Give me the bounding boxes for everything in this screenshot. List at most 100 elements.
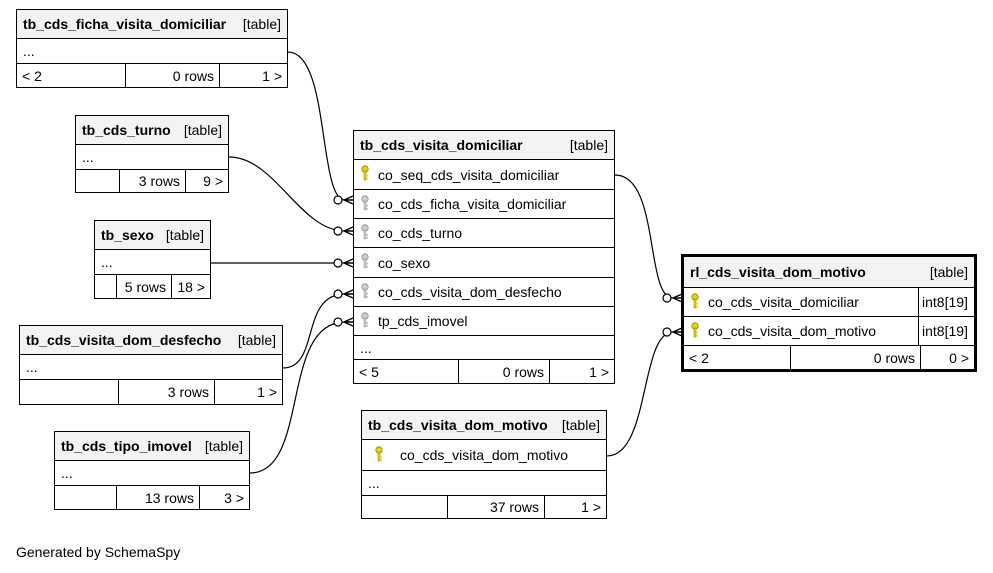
primary-key-icon — [368, 445, 400, 465]
table-header: tb_cds_visita_dom_desfecho [table] — [20, 326, 282, 355]
ellipsis-row: ... — [95, 250, 210, 275]
edge-circle-ficha — [333, 195, 343, 205]
table-kind: [table] — [561, 417, 600, 433]
table-sexo[interactable]: tb_sexo [table] ... 5 rows 18 > — [94, 220, 211, 299]
column-type: int8[19] — [918, 288, 974, 316]
children-count[interactable]: 1 > — [214, 380, 282, 404]
table-name: tb_cds_visita_dom_motivo — [368, 417, 548, 433]
row-count: 3 rows — [118, 380, 214, 404]
table-header: tb_cds_visita_domiciliar [table] — [354, 131, 614, 160]
parents-count — [362, 496, 447, 518]
column-name: co_cds_visita_dom_desfecho — [378, 284, 562, 300]
edge-circle-imovel — [333, 317, 343, 327]
children-count: 0 > — [920, 346, 974, 369]
edge-imovel-visita — [249, 321, 346, 474]
parents-count[interactable]: < 2 — [689, 349, 709, 366]
column-row[interactable]: co_cds_visita_dom_desfecho — [354, 278, 614, 307]
table-footer: < 2 0 rows 0 > — [684, 346, 974, 369]
parents-count[interactable]: < 5 — [359, 363, 379, 380]
table-header: tb_cds_tipo_imovel [table] — [55, 432, 249, 461]
column-row[interactable]: co_cds_visita_dom_motivo — [362, 440, 606, 471]
table-ficha-visita-domiciliar[interactable]: tb_cds_ficha_visita_domiciliar [table] .… — [16, 9, 288, 88]
table-footer: 3 rows 9 > — [76, 170, 228, 192]
primary-key-icon — [360, 165, 378, 184]
table-visita-domiciliar[interactable]: tb_cds_visita_domiciliar [table] co_seq_… — [353, 130, 615, 384]
parents-count — [20, 380, 118, 404]
table-kind: [table] — [237, 332, 276, 348]
ellipsis-row: ... — [362, 471, 606, 496]
edge-ficha-visita — [287, 51, 346, 201]
row-count: 13 rows — [116, 486, 199, 509]
table-kind: [table] — [929, 264, 968, 280]
table-rl-visita-dom-motivo[interactable]: rl_cds_visita_dom_motivo [table] co_cds_… — [681, 254, 977, 372]
children-count[interactable]: 18 > — [171, 275, 210, 298]
table-kind: [table] — [569, 137, 608, 153]
table-footer: < 5 0 rows 1 > — [354, 360, 614, 383]
edge-motivo-rl — [606, 331, 674, 457]
crowfoot-sexo — [343, 258, 354, 268]
generated-by-footer: Generated by SchemaSpy — [16, 544, 181, 560]
column-type: int8[19] — [918, 317, 974, 345]
column-row[interactable]: co_sexo — [354, 248, 614, 278]
table-name: tb_cds_turno — [82, 122, 171, 138]
table-name: tb_cds_visita_domiciliar — [360, 137, 523, 153]
edge-circle-turno — [333, 226, 343, 236]
foreign-key-icon — [360, 311, 378, 331]
row-count: 3 rows — [119, 170, 185, 192]
crowfoot-turno — [343, 226, 354, 236]
table-footer: 13 rows 3 > — [55, 486, 249, 509]
column-row[interactable]: co_cds_visita_domiciliar int8[19] — [684, 288, 974, 317]
parents-count — [55, 486, 116, 509]
table-footer: < 2 0 rows 1 > — [17, 64, 287, 87]
foreign-key-icon — [360, 194, 378, 214]
table-cds-tipo-imovel[interactable]: tb_cds_tipo_imovel [table] ... 13 rows 3… — [54, 431, 250, 510]
row-count: 37 rows — [447, 496, 544, 518]
table-kind: [table] — [204, 438, 243, 454]
table-kind: [table] — [183, 122, 222, 138]
crowfoot-visita — [672, 293, 683, 303]
table-header: tb_cds_turno [table] — [76, 116, 228, 145]
children-count[interactable]: 1 > — [544, 496, 606, 518]
primary-key-icon — [690, 321, 708, 341]
children-count[interactable]: 1 > — [219, 64, 287, 87]
children-count[interactable]: 3 > — [199, 486, 249, 509]
foreign-key-icon — [360, 282, 378, 302]
edge-circle-desfecho — [333, 289, 343, 299]
crowfoot-desfecho — [343, 289, 354, 299]
table-visita-dom-desfecho[interactable]: tb_cds_visita_dom_desfecho [table] ... 3… — [19, 325, 283, 405]
edge-visita-rl — [614, 174, 674, 299]
table-kind: [table] — [242, 16, 281, 32]
foreign-key-icon — [360, 223, 378, 243]
table-header: rl_cds_visita_dom_motivo [table] — [684, 257, 974, 288]
table-kind: [table] — [165, 227, 204, 243]
edge-circle-visita — [662, 293, 672, 303]
table-visita-dom-motivo[interactable]: tb_cds_visita_dom_motivo [table] co_cds_… — [361, 410, 607, 519]
children-count[interactable]: 1 > — [549, 360, 614, 383]
table-name: tb_sexo — [101, 227, 154, 243]
ellipsis-row: ... — [76, 145, 228, 170]
children-count[interactable]: 9 > — [185, 170, 228, 192]
row-count: 0 rows — [125, 64, 219, 87]
column-name: co_cds_turno — [378, 225, 463, 241]
foreign-key-icon — [360, 253, 378, 272]
column-row[interactable]: co_seq_cds_visita_domiciliar — [354, 160, 614, 190]
column-row[interactable]: co_cds_ficha_visita_domiciliar — [354, 190, 614, 219]
table-name: tb_cds_visita_dom_desfecho — [26, 332, 222, 348]
row-count: 0 rows — [458, 360, 549, 383]
column-row[interactable]: tp_cds_imovel — [354, 307, 614, 336]
column-row[interactable]: co_cds_turno — [354, 219, 614, 248]
table-cds-turno[interactable]: tb_cds_turno [table] ... 3 rows 9 > — [75, 115, 229, 193]
primary-key-icon — [690, 292, 708, 312]
edge-desfecho-visita — [282, 293, 346, 369]
column-name: co_cds_visita_dom_motivo — [708, 323, 877, 339]
column-row[interactable]: co_cds_visita_dom_motivo int8[19] — [684, 317, 974, 346]
table-name: rl_cds_visita_dom_motivo — [690, 264, 866, 280]
parents-count[interactable]: < 2 — [22, 67, 42, 84]
crowfoot-imovel — [343, 317, 354, 327]
column-name: co_seq_cds_visita_domiciliar — [378, 166, 560, 183]
ellipsis-row: ... — [17, 39, 287, 64]
row-count: 5 rows — [116, 275, 171, 298]
table-footer: 37 rows 1 > — [362, 496, 606, 518]
crowfoot-ficha — [343, 195, 354, 205]
